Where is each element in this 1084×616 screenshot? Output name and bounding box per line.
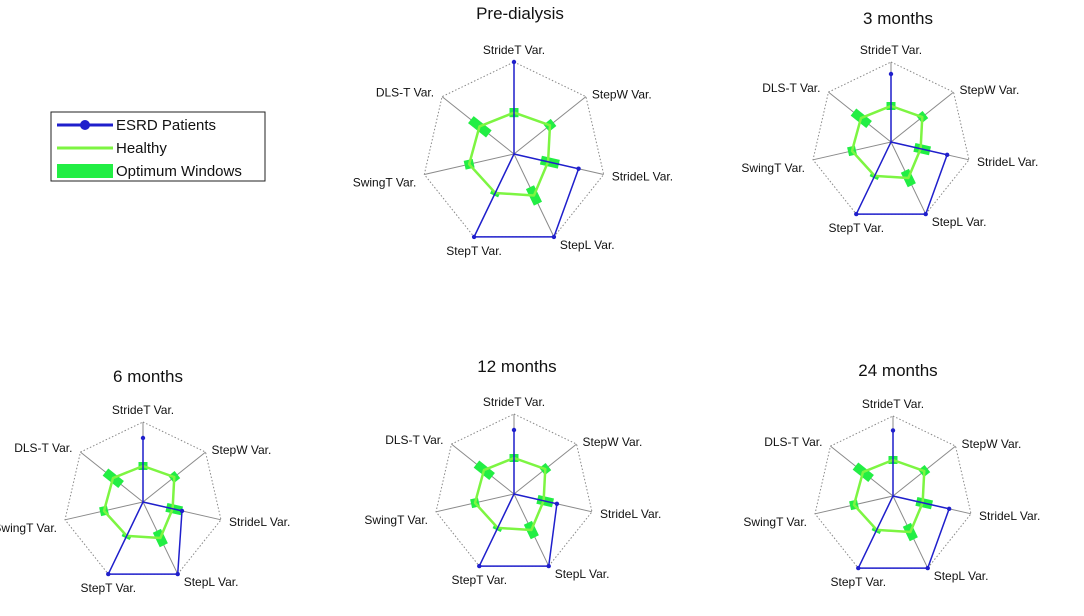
axis-label: SwingT Var. — [0, 521, 57, 535]
esrd-point — [511, 59, 517, 65]
legend-swatch-optimum — [57, 164, 113, 178]
legend: ESRD Patients Healthy Optimum Windows — [50, 111, 266, 182]
axis-label: StepL Var. — [560, 238, 615, 252]
axis-label: StepT Var. — [828, 221, 884, 235]
healthy-series-line — [852, 458, 926, 534]
axis-label: StepW Var. — [583, 435, 643, 449]
esrd-point — [477, 563, 482, 569]
axis-label: SwingT Var. — [743, 515, 807, 529]
esrd-point — [471, 234, 477, 240]
esrd-point — [925, 565, 930, 571]
legend-label-esrd: ESRD Patients — [116, 117, 216, 134]
axis-label: StepW Var. — [960, 83, 1020, 97]
axis-label: DLS-T Var. — [764, 435, 822, 449]
radar-grid-outline — [423, 61, 605, 238]
axis-label: StrideL Var. — [979, 509, 1040, 523]
legend-label-healthy: Healthy — [116, 140, 167, 157]
esrd-point — [179, 508, 185, 514]
axis-label: SwingT Var. — [741, 161, 805, 175]
esrd-point — [106, 571, 111, 577]
esrd-point — [175, 571, 180, 577]
axis-label: DLS-T Var. — [762, 81, 820, 95]
chart-title: 3 months — [863, 9, 933, 28]
legend-label-optimum: Optimum Windows — [116, 163, 242, 180]
axis-label: StepW Var. — [962, 437, 1022, 451]
axis-label: DLS-T Var. — [376, 86, 434, 100]
axis-label: StrideT Var. — [862, 397, 924, 411]
axis-label: StepL Var. — [555, 567, 610, 581]
esrd-point — [554, 501, 560, 506]
chart-title: Pre-dialysis — [476, 4, 564, 23]
axis-label: StrideL Var. — [229, 515, 290, 529]
esrd-point — [890, 428, 896, 433]
axis-label: StrideT Var. — [112, 403, 174, 417]
axis-label: StrideL Var. — [612, 169, 673, 183]
axis-label: StrideT Var. — [483, 43, 545, 57]
axis-label: StepT Var. — [830, 575, 886, 589]
axis-label: DLS-T Var. — [14, 441, 72, 455]
legend-marker-esrd — [80, 120, 90, 130]
esrd-point — [551, 234, 557, 240]
esrd-point — [856, 565, 861, 571]
esrd-point — [944, 152, 950, 158]
axis-label: StepL Var. — [932, 215, 987, 229]
chart-title: 24 months — [858, 361, 937, 380]
axis-label: StrideT Var. — [860, 43, 922, 57]
esrd-series-line — [857, 430, 951, 569]
axis-label: StrideL Var. — [977, 155, 1038, 169]
healthy-series-line — [850, 104, 924, 180]
healthy-series-line — [473, 456, 547, 532]
esrd-point — [888, 71, 894, 77]
esrd-point — [854, 211, 859, 217]
axis-label: StepW Var. — [212, 443, 272, 457]
axis-label: SwingT Var. — [353, 175, 417, 189]
axis-label: StepW Var. — [592, 88, 652, 102]
axis-label: DLS-T Var. — [385, 433, 443, 447]
axis-label: StepT Var. — [446, 244, 502, 258]
healthy-series-line — [467, 111, 552, 197]
healthy-series-line — [102, 464, 176, 540]
axis-label: StepT Var. — [451, 573, 507, 587]
esrd-point — [140, 435, 146, 441]
chart-title: 12 months — [477, 357, 556, 376]
esrd-series-line — [472, 62, 580, 238]
axis-label: StrideL Var. — [600, 507, 661, 521]
chart-title: 6 months — [113, 367, 183, 386]
axis-label: StepL Var. — [934, 569, 989, 583]
esrd-point — [511, 427, 517, 433]
esrd-point — [546, 563, 551, 569]
axis-label: SwingT Var. — [364, 513, 428, 527]
axis-label: StepL Var. — [184, 575, 239, 589]
axis-label: StepT Var. — [80, 581, 136, 595]
esrd-point — [946, 506, 952, 512]
axis-label: StrideT Var. — [483, 395, 545, 409]
esrd-point — [923, 211, 928, 217]
esrd-point — [576, 166, 581, 171]
esrd-series-line — [855, 74, 949, 215]
